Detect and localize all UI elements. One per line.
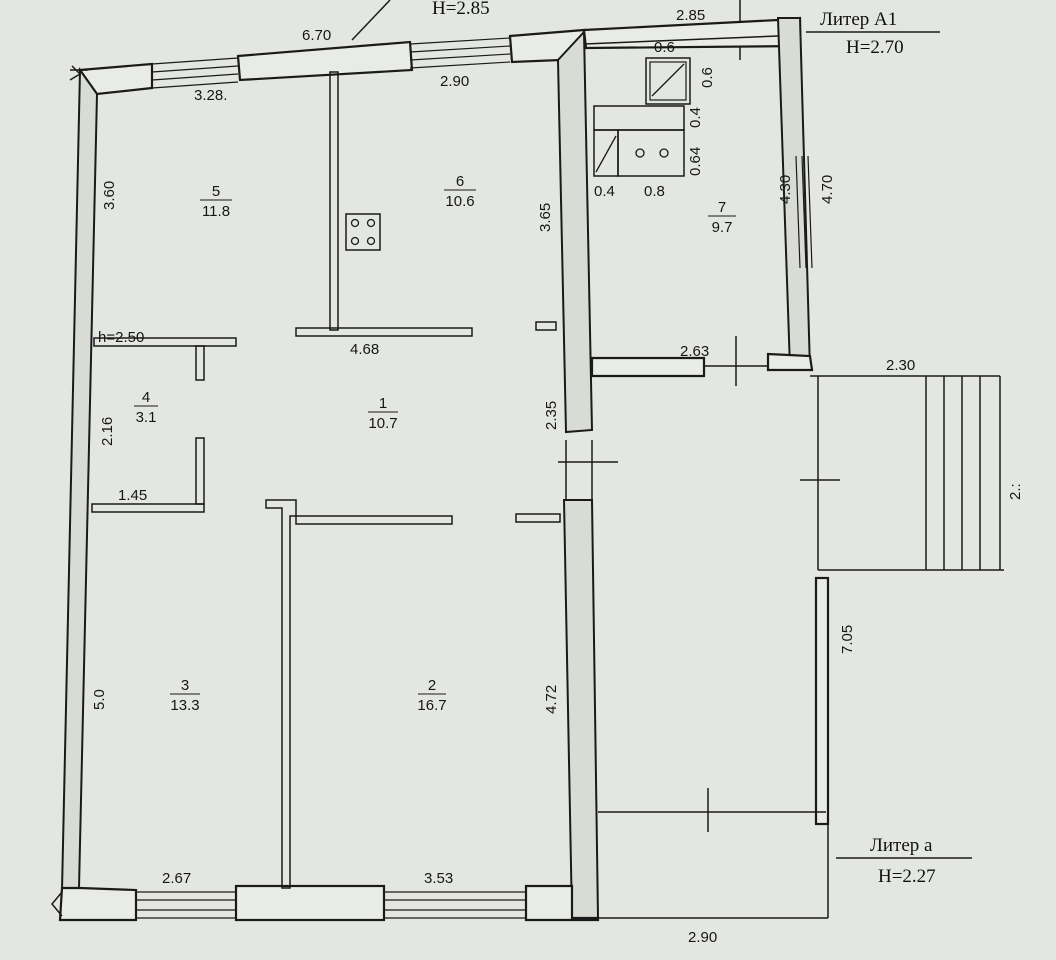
dim-top-total: 6.70 (302, 27, 331, 44)
partition-2-top (295, 515, 453, 525)
partition-6-hall (295, 327, 473, 337)
stove-icon (345, 213, 381, 251)
room-area: 16.7 (417, 697, 446, 714)
wall-a1-bottom (590, 356, 706, 378)
dim-stairs-side: 2.: (1007, 483, 1024, 500)
dim-stairs-width: 2.30 (886, 357, 915, 374)
dim-veranda-side: 7.05 (839, 625, 856, 654)
dim-left-room3: 5.0 (91, 689, 108, 710)
partition-4-bottom (91, 503, 205, 513)
wall-top-middle (236, 40, 414, 82)
partition-4-top (93, 337, 237, 347)
liter-a1-label: Литер А1 (820, 9, 897, 30)
dim-room5-width: 3.28. (194, 87, 227, 104)
window-room5 (151, 57, 239, 89)
room-number: 7 (718, 199, 726, 216)
dim-left-room4: 2.16 (99, 417, 116, 446)
liter-a-label: Литер а (870, 835, 933, 856)
partition-4-right (195, 437, 205, 505)
hob-icon (593, 105, 685, 177)
leader-line (351, 0, 391, 41)
room-area: 11.8 (202, 203, 230, 220)
dim-hob-w1: 0.4 (594, 183, 615, 200)
height-a-label: Н=2.27 (878, 866, 936, 887)
dim-hall-width: 4.68 (350, 341, 379, 358)
room-1: 1 10.7 (368, 395, 398, 432)
dim-kitchen-outer: 4.70 (819, 175, 836, 204)
room-number: 2 (428, 677, 436, 694)
dim-hob-w2: 0.8 (644, 183, 665, 200)
wall-a1-bottom-right (766, 352, 814, 372)
dim-hall-right: 2.35 (543, 401, 560, 430)
dim-bottom-room3: 2.67 (162, 870, 191, 887)
room-area: 10.6 (445, 193, 474, 210)
veranda-wall-lower (814, 576, 830, 826)
height-a1-label: Н=2.70 (846, 37, 904, 58)
partition-hall-stub (535, 321, 557, 331)
wall-right-lower (562, 499, 600, 919)
dim-hob-h2: 0.64 (687, 147, 704, 176)
partition-4-stub (195, 345, 205, 381)
dim-top-a1: 2.85 (676, 7, 705, 24)
dim-right-room6: 3.65 (537, 203, 554, 232)
room-4: 4 3.1 (134, 389, 158, 426)
dim-right-room2: 4.72 (543, 685, 560, 714)
window-room3 (136, 891, 236, 919)
room-3: 3 13.3 (170, 677, 200, 714)
window-room6 (409, 37, 511, 69)
window-kitchen (795, 155, 813, 269)
room-area: 9.7 (712, 219, 733, 236)
partition-2-stub (515, 513, 561, 523)
partition-5-6 (329, 71, 339, 331)
dim-stove-w: 0.6 (654, 39, 675, 56)
partition-3-2 (265, 499, 297, 889)
room-number: 6 (456, 173, 464, 190)
room-2: 2 16.7 (417, 677, 446, 714)
dim-left-room5: 3.60 (101, 181, 118, 210)
wall-bottom-left (58, 886, 138, 922)
room-number: 1 (379, 395, 387, 412)
dim-room6-width: 2.90 (440, 73, 469, 90)
room-number: 3 (181, 677, 189, 694)
wall-bottom-middle (234, 884, 386, 922)
dim-hob-h1: 0.4 (687, 107, 704, 128)
room-7: 7 9.7 (708, 199, 736, 236)
dim-kitchen-inner: 4.30 (777, 175, 794, 204)
wall-left (60, 66, 99, 892)
room-area: 10.7 (368, 415, 397, 432)
sink-icon (645, 57, 691, 105)
stairs (818, 376, 1004, 571)
room-area: 13.3 (170, 697, 199, 714)
room-number: 4 (142, 389, 150, 406)
height-room4-label: h=2.50 (98, 329, 144, 346)
dim-stove-h: 0.6 (699, 67, 716, 88)
dim-bottom-veranda: 2.90 (688, 929, 717, 946)
window-room2 (384, 891, 526, 919)
room-area: 3.1 (136, 409, 157, 426)
height-main-label: Н=2.85 (432, 0, 490, 19)
dim-kitchen-bottom: 2.63 (680, 343, 709, 360)
dim-room4-width: 1.45 (118, 487, 147, 504)
room-6: 6 10.6 (444, 173, 476, 210)
dim-bottom-room2: 3.53 (424, 870, 453, 887)
wall-right-upper (556, 29, 594, 434)
room-number: 5 (212, 183, 220, 200)
room-5: 5 11.8 (200, 183, 232, 220)
